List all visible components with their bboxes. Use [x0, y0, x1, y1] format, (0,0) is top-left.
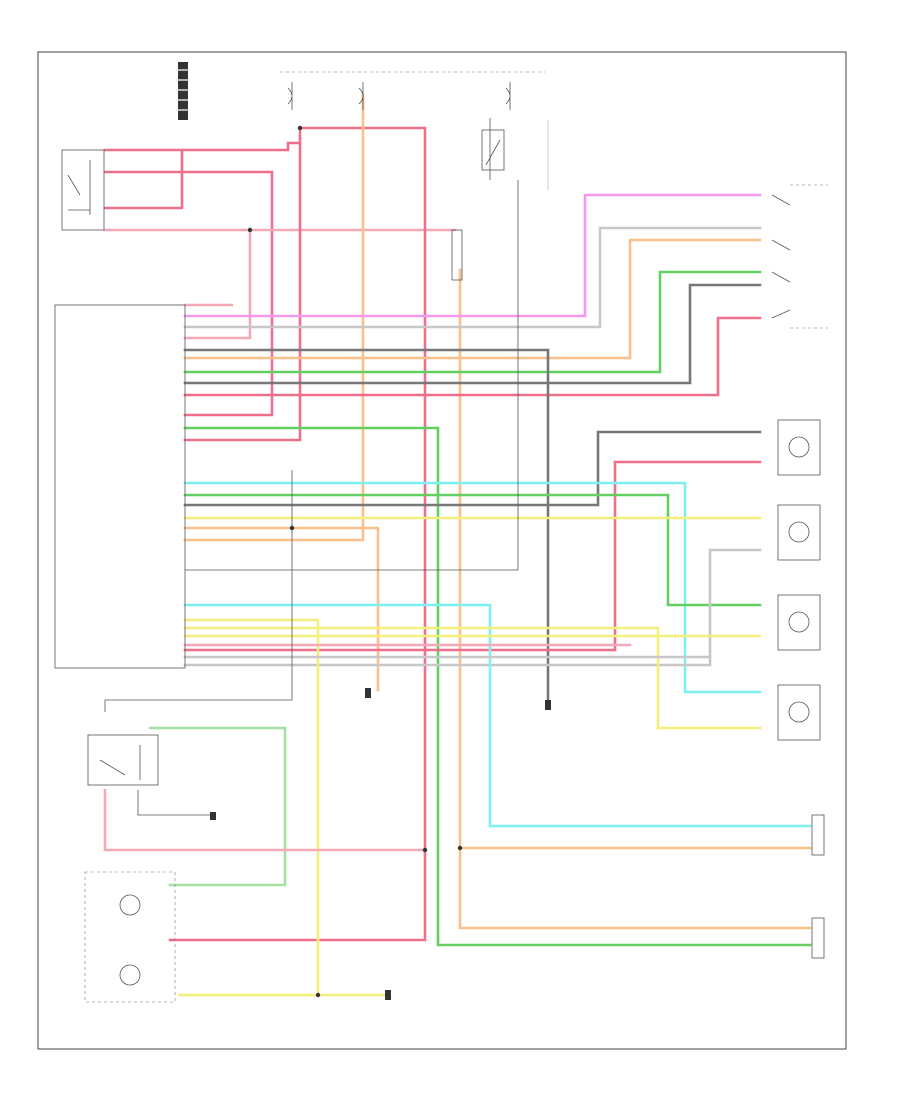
- splice-1: [297, 125, 303, 131]
- relay-icon: [67, 160, 91, 215]
- ground-icon-2: [545, 700, 551, 710]
- wire-blue-lf: [183, 481, 762, 694]
- instrument-cluster-box: [84, 871, 176, 1003]
- connector-icon: [178, 62, 188, 120]
- relay-icon-2: [99, 745, 141, 780]
- splice-6: [289, 525, 295, 531]
- sensor-icon-4: [788, 701, 810, 723]
- lamp-icon-1: [119, 894, 141, 916]
- wire-magenta-1: [183, 193, 762, 318]
- wire-orange-fuse: [183, 93, 365, 542]
- switch-icon-2: [771, 239, 791, 251]
- fuse-1: [287, 82, 293, 110]
- sensor-rear-right: [777, 419, 821, 476]
- wire-green-lf: [183, 426, 812, 947]
- wire-gray-3: [183, 548, 762, 667]
- wheel-speed-sensors: [777, 419, 821, 741]
- sensor-icon-1: [788, 436, 810, 458]
- instrument-cluster: [84, 871, 176, 1003]
- wire-layer: [103, 93, 812, 997]
- ground-wires: [104, 71, 828, 816]
- wire-yellow-3: [183, 626, 762, 730]
- ground-wire-2: [104, 470, 293, 712]
- wire-darkgray-rr: [183, 430, 762, 507]
- wire-red-2: [103, 170, 274, 417]
- sensor-icon-2: [788, 521, 810, 543]
- switch-icon: [485, 139, 501, 166]
- ground-icon-4: [385, 990, 391, 1000]
- wire-red-rr: [183, 460, 762, 652]
- fuse-2: [358, 82, 364, 110]
- brake-switch: [481, 129, 505, 171]
- sensor-icon-3: [788, 611, 810, 633]
- sensor-left-front: [777, 684, 821, 741]
- abs-lamp-relay: [87, 734, 159, 786]
- pump-motor-relay: [61, 149, 105, 231]
- wire-darkgray-1: [183, 283, 762, 385]
- connector-body: [178, 62, 188, 120]
- wire-blue-2: [183, 603, 812, 828]
- splice-dots: [247, 125, 463, 998]
- pad-sensor-left: [811, 917, 825, 959]
- relay-box: [61, 149, 105, 231]
- wire-lightgreen-relay: [148, 726, 287, 887]
- ground-icons: [210, 688, 551, 1000]
- wire-orange-bottom: [458, 268, 812, 930]
- fuse-icon: [287, 82, 511, 110]
- wire-red-trunk: [168, 126, 427, 942]
- splice-5: [315, 992, 321, 998]
- lamp-icon-2: [119, 964, 141, 986]
- wire-red-3: [103, 148, 184, 210]
- splice-3: [422, 847, 428, 853]
- diagram-border: [37, 51, 847, 1050]
- wire-green-rf: [183, 493, 762, 607]
- connector-hatch: [178, 69, 188, 111]
- wire-gray-2: [183, 348, 550, 707]
- ground-icon-1: [365, 688, 371, 698]
- abs-control-module-box: [54, 304, 186, 669]
- pad-sensor-right: [811, 814, 825, 856]
- splice-4: [457, 845, 463, 851]
- wire-pink-5: [183, 228, 252, 340]
- brake-switch-box: [481, 129, 505, 171]
- wire-orange-right: [183, 238, 762, 360]
- ground-icon-3: [210, 812, 216, 820]
- wire-red-fuse: [183, 126, 302, 442]
- wire-pink-relay: [103, 788, 427, 852]
- sensor-left-rear: [777, 504, 821, 561]
- brake-pad-sensors: [811, 814, 825, 959]
- ground-wire-3: [137, 790, 215, 816]
- right-switches: [771, 194, 791, 319]
- fuse-3: [505, 82, 511, 110]
- wire-red-switch: [183, 316, 762, 397]
- sensor-right-front: [777, 594, 821, 651]
- wire-gray-1: [183, 226, 762, 329]
- lamp-relay-box: [87, 734, 159, 786]
- switch-icon-1: [771, 194, 791, 206]
- ground-wire-1: [185, 180, 519, 571]
- wire-green-1: [183, 270, 762, 374]
- switch-icon-4: [771, 309, 791, 319]
- splice-2: [247, 227, 253, 233]
- resistor-icon: [451, 229, 463, 281]
- switch-icon-3: [771, 271, 791, 283]
- wire-red-1: [103, 141, 302, 152]
